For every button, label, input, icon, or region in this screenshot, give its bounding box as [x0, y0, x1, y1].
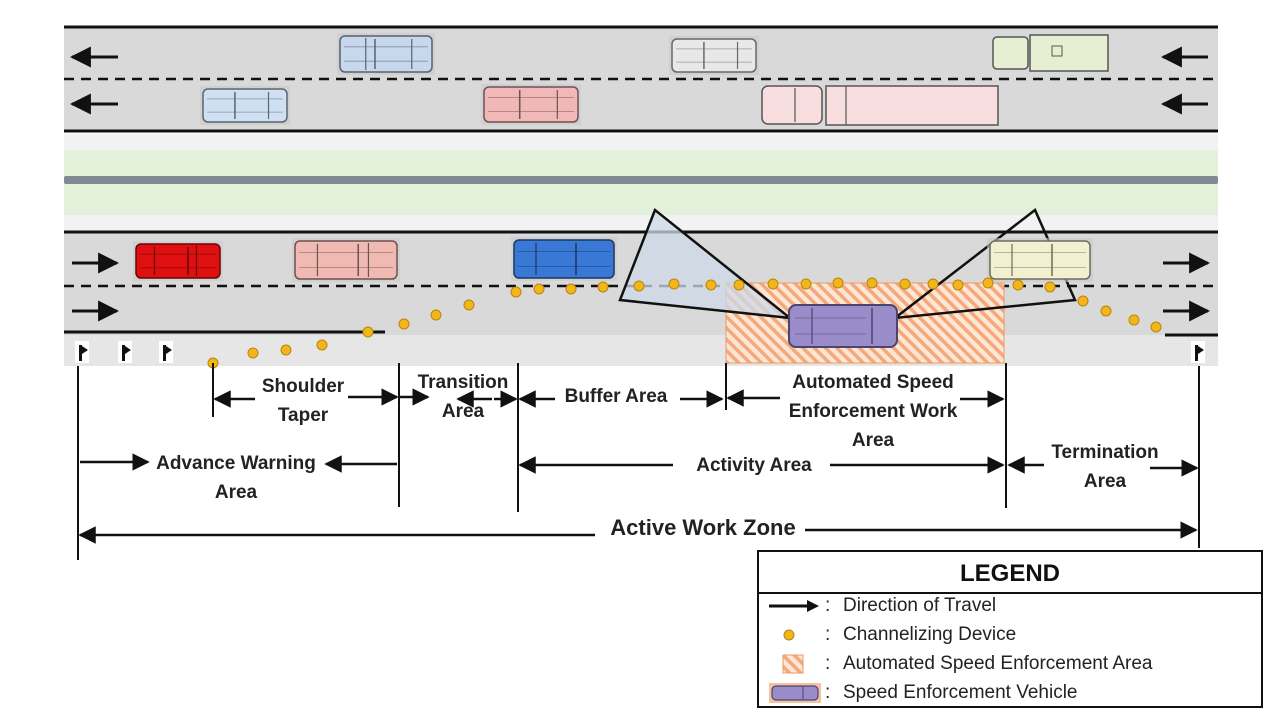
label-buffer-area: Buffer Area: [554, 382, 678, 411]
channelizing-device: [952, 279, 964, 291]
label-transition-area: Transition Area: [410, 368, 516, 426]
channelizing-device: [705, 279, 717, 291]
legend-colon: :: [825, 624, 831, 645]
label-active-zone: Active Work Zone: [610, 515, 796, 540]
enforcement-vehicle-icon: [769, 683, 821, 703]
legend-item-enforcement-vehicle: : Speed Enforcement Vehicle: [759, 679, 1261, 707]
channelizing-dot-icon: [783, 629, 795, 641]
legend-title: LEGEND: [959, 560, 1060, 587]
warning-sign-icon: [1191, 341, 1205, 363]
channelizing-device: [866, 277, 878, 289]
channelizing-device: [398, 318, 410, 330]
legend-colon: :: [825, 653, 831, 674]
travel-arrows: [69, 46, 1211, 322]
channelizing-device: [463, 299, 475, 311]
red-pickup: [133, 241, 223, 281]
blue-sedan: [511, 237, 617, 281]
label-activity: Activity Area: [696, 455, 812, 476]
legend-item-direction: : Direction of Travel: [759, 592, 1261, 620]
label-advance-line2: Area: [214, 482, 258, 503]
legend-divider: [759, 592, 1261, 594]
channelizing-device: [800, 278, 812, 290]
label-transition-line2: Area: [441, 401, 485, 422]
legend: LEGEND : Direction of Travel : Channeliz…: [757, 550, 1263, 708]
channelizing-device: [510, 286, 522, 298]
channelizing-device: [927, 278, 939, 290]
channelizing-device: [633, 280, 645, 292]
channelizing-device: [1128, 314, 1140, 326]
legend-text-direction: Direction of Travel: [843, 595, 997, 616]
median: [64, 134, 1218, 232]
warning-signs: [75, 341, 1205, 363]
channelizing-device: [362, 326, 374, 338]
label-ase-work-area: Automated Speed Enforcement Work Area: [760, 368, 986, 455]
arrow-icon: [769, 600, 819, 612]
light-blue-pickup: [337, 33, 435, 75]
label-advance-line1: Advance Warning: [156, 453, 316, 474]
channelizing-device: [316, 339, 328, 351]
channelizing-device: [597, 281, 609, 293]
speed-enforcement-vehicle: [788, 304, 898, 348]
channelizing-device: [533, 283, 545, 295]
warning-sign-icon: [75, 341, 89, 363]
channelizing-device: [430, 309, 442, 321]
pink-pickup: [292, 238, 400, 282]
label-termination-line1: Termination: [1051, 442, 1159, 463]
legend-text-channelizing: Channelizing Device: [843, 624, 1017, 645]
hatched-area-icon: [782, 654, 804, 674]
label-shoulder-taper-line2: Taper: [277, 405, 329, 426]
channelizing-device: [1077, 295, 1089, 307]
pink-sedan: [481, 84, 581, 125]
legend-colon: :: [825, 595, 831, 616]
camera-cone-left: [618, 207, 795, 320]
channelizing-device: [1100, 305, 1112, 317]
legend-text-enforcement-vehicle: Speed Enforcement Vehicle: [843, 682, 1078, 703]
pink-semi-truck: [761, 85, 999, 126]
legend-text-ase-area: Automated Speed Enforcement Area: [843, 653, 1153, 674]
label-shoulder-taper-line1: Shoulder: [261, 376, 345, 397]
label-transition-line1: Transition: [417, 372, 509, 393]
warning-sign-icon: [118, 341, 132, 363]
channelizing-device: [733, 279, 745, 291]
label-ase-line1: Automated Speed: [792, 372, 954, 393]
label-shoulder-taper: Shoulder Taper: [247, 372, 359, 430]
label-ase-line3: Area: [851, 430, 895, 451]
label-termination-line2: Area: [1083, 471, 1127, 492]
channelizing-device: [1044, 281, 1056, 293]
label-ase-line2: Enforcement Work: [788, 401, 958, 422]
light-blue-sedan: [200, 86, 290, 125]
channelizing-device: [1150, 321, 1162, 333]
legend-item-channelizing: : Channelizing Device: [759, 621, 1261, 649]
channelizing-devices: [207, 277, 1162, 369]
channelizing-device: [767, 278, 779, 290]
gray-suv: [669, 36, 759, 75]
label-buffer: Buffer Area: [564, 386, 668, 407]
warning-sign-icon: [159, 341, 173, 363]
channelizing-device: [832, 277, 844, 289]
dimension-lines: [77, 363, 1200, 560]
vehicles: [133, 33, 1109, 348]
label-termination-area: Termination Area: [1040, 438, 1170, 496]
label-activity-area: Activity Area: [680, 451, 828, 480]
cream-suv: [987, 238, 1093, 282]
label-advance-warning-area: Advance Warning Area: [146, 449, 326, 507]
green-box-truck: [992, 34, 1109, 72]
channelizing-device: [247, 347, 259, 359]
channelizing-device: [982, 277, 994, 289]
legend-item-ase-area: : Automated Speed Enforcement Area: [759, 650, 1261, 678]
channelizing-device: [280, 344, 292, 356]
label-active-work-zone: Active Work Zone: [598, 513, 808, 542]
channelizing-device: [565, 283, 577, 295]
channelizing-device: [1012, 279, 1024, 291]
legend-colon: :: [825, 682, 831, 703]
channelizing-device: [899, 278, 911, 290]
channelizing-device: [668, 278, 680, 290]
